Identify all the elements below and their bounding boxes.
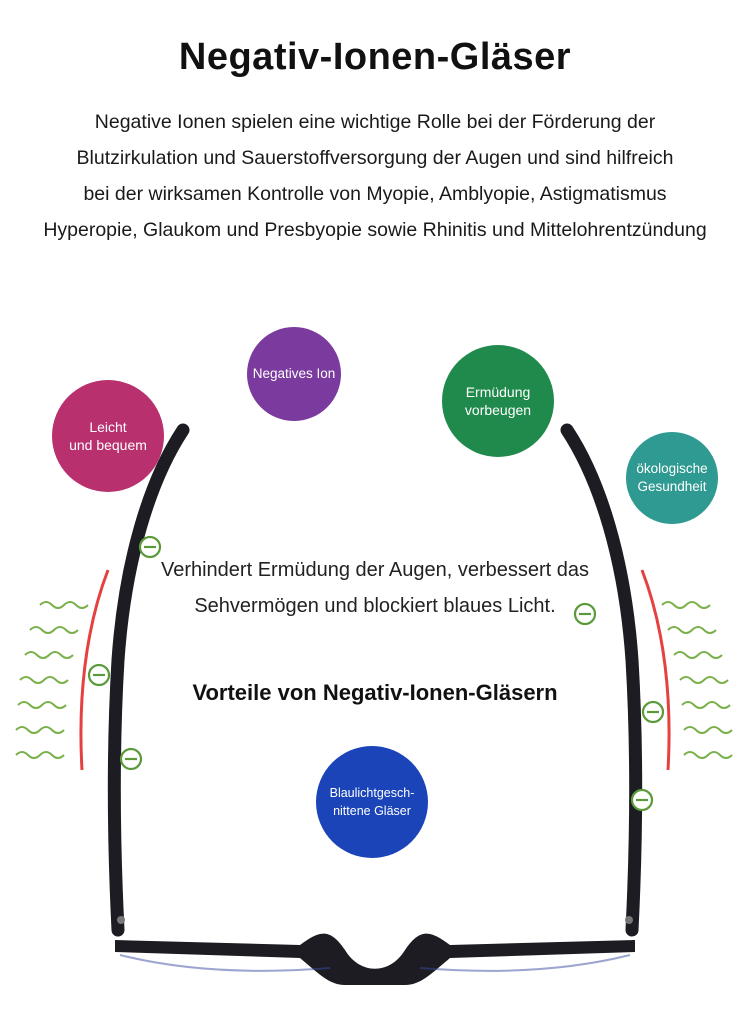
negative-ion-icon (138, 535, 162, 559)
intro-line: Negative Ionen spielen eine wichtige Rol… (94, 111, 656, 133)
wave-icon (661, 601, 733, 759)
intro-line: Hyperopie, Glaukom und Presbyopie sowie … (43, 219, 707, 241)
negative-ion-icon (573, 602, 597, 626)
page-title: Negativ-Ionen-Gläser (178, 36, 572, 78)
intro-line: bei der wirksamen Kontrolle von Myopie, … (83, 183, 667, 205)
left-temple-arm (107, 423, 190, 937)
red-arc-right (640, 569, 671, 771)
negative-ion-icon (630, 788, 654, 812)
intro-text: Negative Ionen spielen eine wichtige Rol… (0, 104, 750, 248)
circle-blaulicht: Blaulichtgesch- nittene Gläser (316, 746, 428, 858)
negative-ion-icon (119, 747, 143, 771)
circle-oekologisch: ökologische Gesundheit (626, 432, 718, 524)
negative-ion-icon (87, 663, 111, 687)
circle-negatives-ion: Negatives Ion (247, 327, 341, 421)
circle-ermuedung: Ermüdung vorbeugen (442, 345, 554, 457)
circle-leicht: Leicht und bequem (52, 380, 164, 492)
wave-icon (15, 601, 89, 759)
frame-front (115, 933, 635, 985)
benefits-title: Vorteile von Negativ-Ionen-Gläsern (192, 680, 558, 705)
negative-ion-icon (641, 700, 665, 724)
intro-line: Blutzirkulation und Sauerstoffversorgung… (76, 147, 674, 169)
red-arc-left (79, 569, 110, 771)
center-description: Verhindert Ermüdung der Augen, verbesser… (160, 559, 590, 617)
right-temple-arm (560, 423, 643, 937)
hinge-right (625, 916, 633, 924)
hinge-left (117, 916, 125, 924)
